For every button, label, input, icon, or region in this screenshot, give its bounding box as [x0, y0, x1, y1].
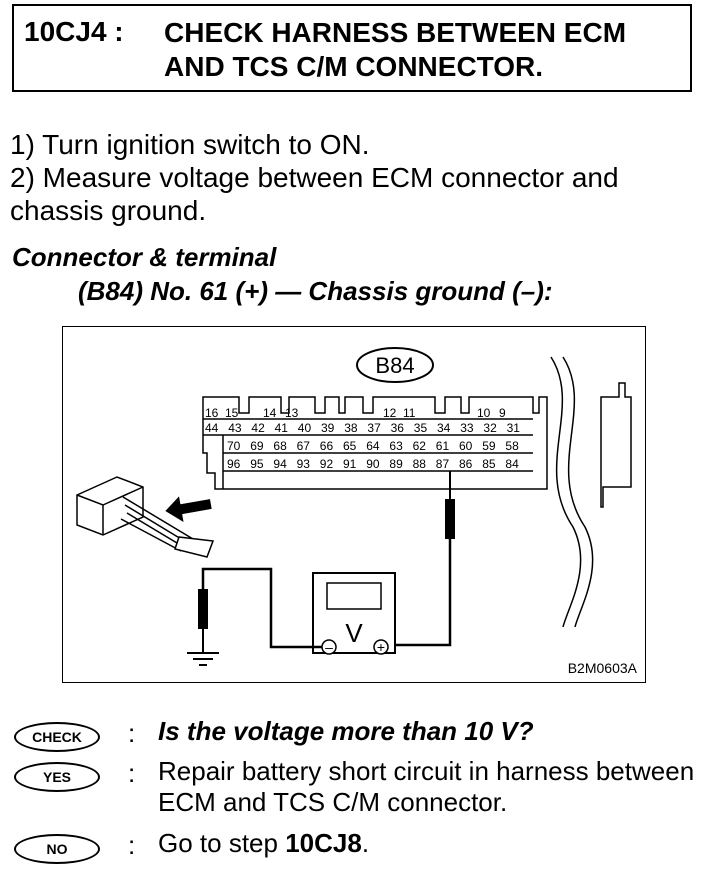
terminal-85: 85	[482, 457, 496, 471]
terminal-63: 63	[389, 439, 403, 453]
terminal-91: 91	[343, 457, 357, 471]
no-answer: Go to step 10CJ8.	[158, 828, 698, 859]
terminal-35: 35	[414, 421, 428, 435]
terminal-84: 84	[505, 457, 519, 471]
instruction-2: 2) Measure voltage between ECM connector…	[10, 162, 619, 193]
step-header: 10CJ4 : CHECK HARNESS BETWEEN ECM AND TC…	[12, 4, 692, 92]
voltmeter-display	[326, 582, 382, 610]
terminal-31: 31	[507, 421, 521, 435]
diagram-svg: B84 16 15 14 13 12 11 10 9 44 43 42 41 40 39 3…	[76, 347, 632, 666]
wiring-diagram: B84 16 15 14 13 12 11 10 9 44 43 42 41 40 39 3…	[62, 326, 646, 683]
terminal-41: 41	[275, 421, 289, 435]
terminal-92: 92	[320, 457, 334, 471]
terminal-65: 65	[343, 439, 357, 453]
terminal-16: 16	[205, 406, 219, 420]
terminal-row-3: 70 69 68 67 66 65 64 63 62 61 60 59 58	[227, 439, 519, 453]
terminal-68: 68	[273, 439, 287, 453]
terminal-34: 34	[437, 421, 451, 435]
connector-body	[202, 396, 548, 490]
terminal-94: 94	[273, 457, 287, 471]
terminal-89: 89	[389, 457, 403, 471]
break-line-2	[562, 356, 594, 628]
terminal-67: 67	[297, 439, 311, 453]
terminal-9: 9	[499, 406, 506, 420]
terminal-37: 37	[367, 421, 381, 435]
step-title-line1: CHECK HARNESS BETWEEN ECM	[164, 17, 627, 48]
negative-symbol: –	[325, 639, 333, 655]
instruction-1: 1) Turn ignition switch to ON.	[10, 129, 370, 160]
harness-side-connector	[600, 382, 632, 508]
voltmeter-symbol: V	[345, 618, 363, 648]
terminal-12: 12	[383, 406, 397, 420]
terminal-96: 96	[227, 457, 241, 471]
figure-id: B2M0603A	[567, 660, 637, 676]
positive-terminal-icon	[373, 639, 389, 655]
terminal-59: 59	[482, 439, 496, 453]
mating-connector	[76, 476, 144, 536]
terminal-15: 15	[225, 406, 239, 420]
no-answer-suffix: .	[361, 828, 370, 858]
step-id: 10CJ4 :	[24, 16, 124, 47]
terminal-10: 10	[477, 406, 491, 420]
terminal-93: 93	[297, 457, 311, 471]
terminal-38: 38	[344, 421, 358, 435]
yes-badge: YES	[14, 762, 100, 792]
terminal-69: 69	[250, 439, 264, 453]
terminal-13: 13	[285, 406, 299, 420]
connector-heading: Connector & terminal	[12, 242, 277, 272]
terminal-87: 87	[436, 457, 450, 471]
no-answer-prefix: Go to step	[158, 828, 286, 858]
terminal-44: 44	[205, 421, 219, 435]
check-question: Is the voltage more than 10 V?	[158, 716, 534, 746]
no-colon: :	[128, 830, 136, 860]
terminal-42: 42	[251, 421, 265, 435]
positive-probe	[445, 499, 455, 539]
terminal-86: 86	[459, 457, 473, 471]
terminal-60: 60	[459, 439, 473, 453]
terminal-61: 61	[436, 439, 450, 453]
terminal-70: 70	[227, 439, 241, 453]
terminal-14: 14	[263, 406, 277, 420]
terminal-39: 39	[321, 421, 335, 435]
terminal-row-1: 16 15 14 13 12 11 10 9	[205, 406, 506, 420]
check-badge: CHECK	[14, 722, 100, 752]
terminal-36: 36	[391, 421, 405, 435]
terminal-95: 95	[250, 457, 264, 471]
ground-icon	[187, 652, 219, 666]
terminal-row-4: 96 95 94 93 92 91 90 89 88 87 86 85 84	[227, 457, 519, 471]
connector-id-bubble	[356, 347, 434, 383]
terminal-43: 43	[228, 421, 242, 435]
terminal-90: 90	[366, 457, 380, 471]
terminal-64: 64	[366, 439, 380, 453]
terminal-32: 32	[483, 421, 497, 435]
break-line-1	[550, 356, 582, 628]
step-title: CHECK HARNESS BETWEEN ECM AND TCS C/M CO…	[164, 16, 684, 84]
positive-lead	[389, 539, 452, 647]
yes-answer: Repair battery short circuit in harness …	[158, 756, 695, 817]
negative-probe	[198, 589, 208, 629]
terminal-11: 11	[403, 406, 416, 420]
terminal-58: 58	[505, 439, 519, 453]
terminal-66: 66	[320, 439, 334, 453]
connector-spec: (B84) No. 61 (+) — Chassis ground (–):	[78, 276, 553, 306]
no-answer-step-link[interactable]: 10CJ8	[285, 828, 362, 858]
no-badge: NO	[14, 834, 100, 864]
terminal-33: 33	[460, 421, 474, 435]
terminal-62: 62	[413, 439, 427, 453]
yes-colon: :	[128, 758, 136, 788]
positive-symbol: +	[377, 639, 385, 655]
terminal-88: 88	[413, 457, 427, 471]
terminal-row-2: 44 43 42 41 40 39 38 37 36 35 34 33 32 31	[205, 421, 520, 435]
instruction-2-cont: chassis ground.	[10, 195, 207, 226]
insert-arrow-icon	[165, 496, 212, 523]
check-colon: :	[128, 718, 136, 748]
connector-id: B84	[375, 353, 414, 378]
negative-lead	[201, 567, 322, 649]
step-title-line2: AND TCS C/M CONNECTOR.	[164, 51, 544, 82]
terminal-40: 40	[298, 421, 312, 435]
